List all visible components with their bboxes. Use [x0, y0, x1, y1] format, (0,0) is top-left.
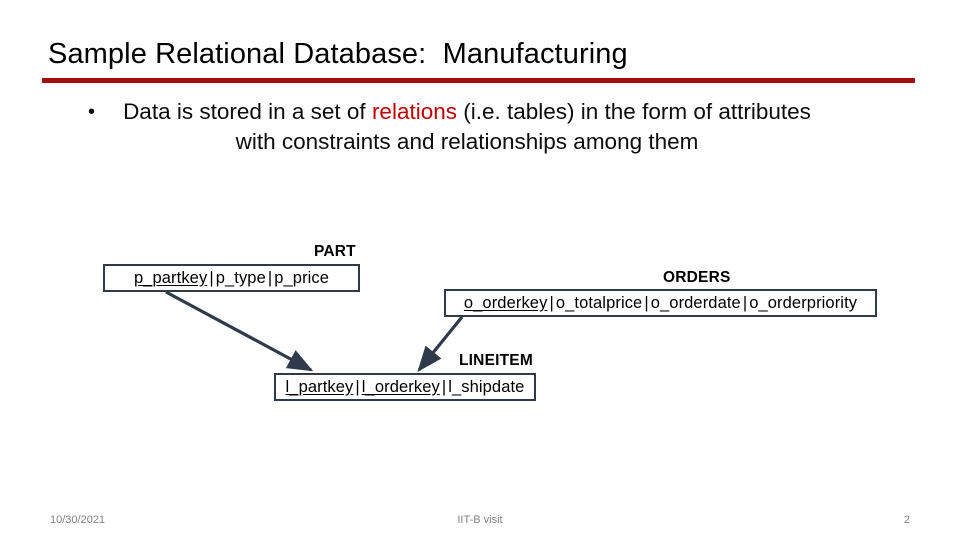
- bullet-text-post: (i.e. tables) in the form of: [456, 99, 713, 124]
- table-label-lineitem: LINEITEM: [459, 352, 533, 369]
- footer-note: IIT-B visit: [457, 514, 503, 526]
- bullet-item: • Data is stored in a set of relations (…: [88, 97, 878, 157]
- bullet-text: Data is stored in a set of relations (i.…: [108, 97, 826, 157]
- relationship-arrow-orders-to-lineitem: [417, 315, 464, 372]
- column-separator: |: [355, 377, 360, 396]
- column-p-type: p_type: [215, 268, 266, 287]
- column-separator: |: [441, 377, 447, 396]
- column-separator: |: [549, 293, 554, 312]
- table-box-part: p_partkey|p_type|p_price: [103, 264, 360, 292]
- footer-date: 10/30/2021: [50, 514, 106, 526]
- column-separator: |: [742, 293, 748, 312]
- column-o-orderdate: o_orderdate: [650, 293, 741, 312]
- title-divider-rule: [42, 78, 915, 83]
- relationship-arrow-part-to-lineitem: [165, 290, 314, 372]
- footer-page-number: 2: [903, 514, 910, 526]
- column-o-totalprice: o_totalprice: [555, 293, 643, 312]
- column-separator: |: [644, 293, 649, 312]
- page-title: Sample Relational Database: Manufacturin…: [48, 38, 628, 70]
- bullet-text-pre: Data is stored in a set of: [123, 99, 372, 124]
- column-p-partkey: p_partkey: [133, 268, 208, 287]
- column-o-orderkey: o_orderkey: [463, 293, 548, 312]
- table-label-part: PART: [314, 243, 356, 260]
- column-separator: |: [209, 268, 214, 287]
- column-l-orderkey: l_orderkey: [361, 377, 440, 396]
- body-content: • Data is stored in a set of relations (…: [88, 97, 878, 157]
- table-box-lineitem: l_partkey|l_orderkey|l_shipdate: [274, 373, 536, 401]
- column-p-price: p_price: [274, 268, 330, 287]
- column-separator: |: [267, 268, 273, 287]
- bullet-text-highlight: relations: [371, 99, 457, 124]
- column-l-shipdate: l_shipdate: [448, 377, 525, 396]
- table-box-orders: o_orderkey|o_totalprice|o_orderdate|o_or…: [444, 289, 877, 317]
- column-l-partkey: l_partkey: [285, 377, 354, 396]
- bullet-dot-icon: •: [88, 101, 96, 123]
- table-label-orders: ORDERS: [663, 269, 731, 286]
- column-o-orderpriority: o_orderpriority: [749, 293, 858, 312]
- bullet-text-line2: attributes with constraints and relation…: [235, 99, 811, 154]
